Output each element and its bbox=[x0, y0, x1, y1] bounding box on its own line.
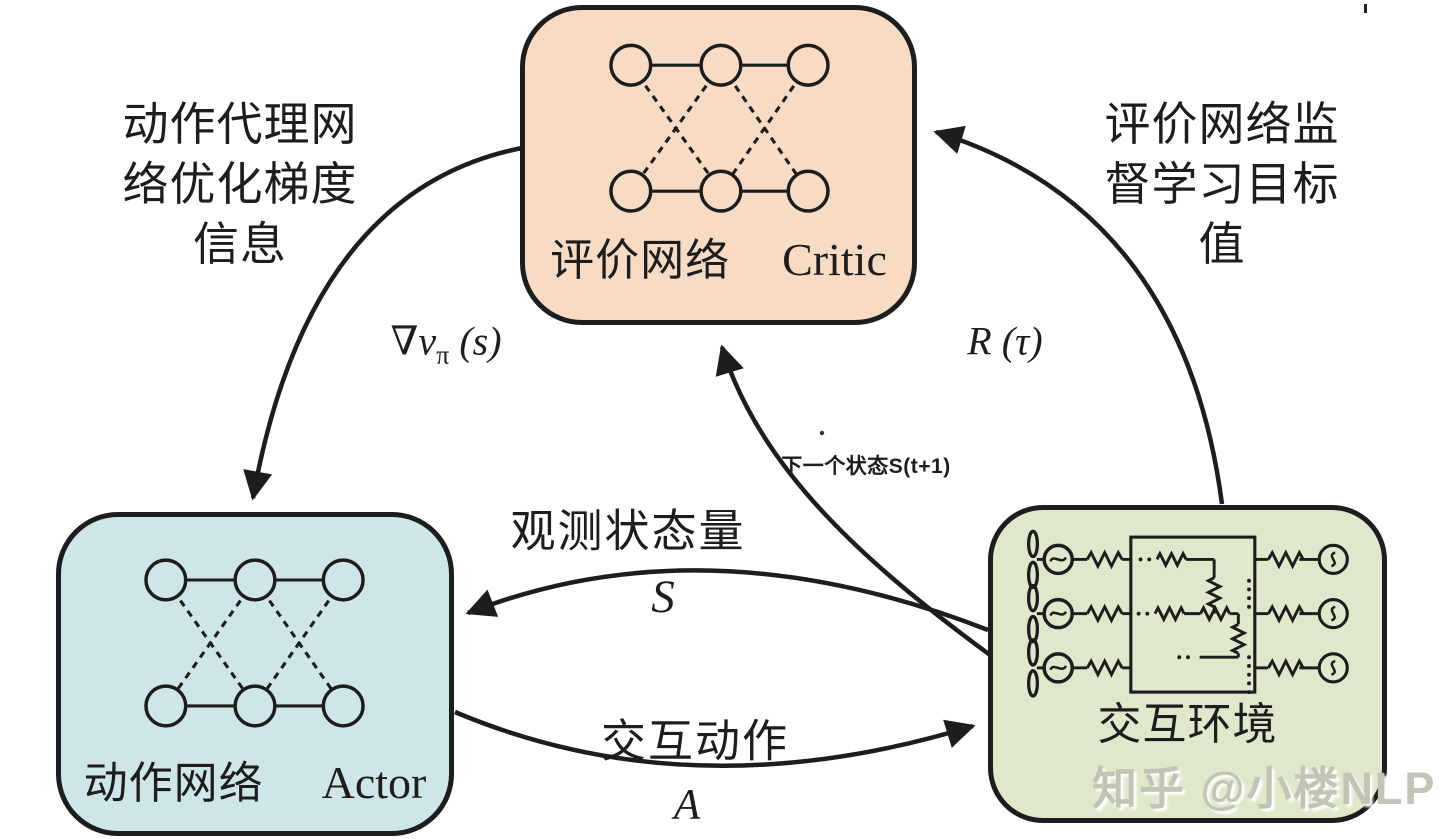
critic-label: 评价网络 Critic bbox=[525, 224, 912, 288]
gradient-formula: ∇vπ (s) bbox=[390, 318, 501, 371]
zhihu-watermark: 知乎 @小楼NLP bbox=[1092, 763, 1437, 814]
left-note-line2: 络优化梯度 bbox=[122, 159, 358, 210]
observe-state-label: 观测状态量 bbox=[510, 506, 746, 557]
right-note-line3: 值 bbox=[1198, 219, 1246, 270]
grid-network-block bbox=[1129, 535, 1257, 694]
next-state-label: 下一个状态S(t+1) bbox=[781, 455, 951, 478]
environment-label-zh: 交互环境 bbox=[1097, 700, 1278, 749]
speck-mark bbox=[1364, 4, 1367, 13]
nabla-symbol: ∇ bbox=[390, 318, 419, 364]
state-symbol: S bbox=[651, 571, 675, 623]
actor-label: 动作网络 Actor bbox=[61, 747, 449, 811]
turbine-row-3 bbox=[1027, 638, 1349, 698]
left-note-line1: 动作代理网 bbox=[122, 99, 358, 150]
actor-neural-network-icon bbox=[144, 558, 365, 728]
power-grid-icon bbox=[1027, 529, 1349, 698]
turbine-row-2 bbox=[1027, 583, 1349, 644]
turbine-row-1 bbox=[1027, 529, 1349, 590]
speck-dot bbox=[819, 430, 825, 436]
right-target-note: 评价网络监 督学习目标 值 bbox=[1062, 95, 1382, 275]
left-note-line3: 信息 bbox=[193, 219, 287, 270]
right-note-line1: 评价网络监 bbox=[1104, 99, 1340, 150]
arrow-env-to-critic-next-state bbox=[715, 344, 992, 657]
actor-label-en: Actor bbox=[321, 757, 427, 808]
critic-label-en: Critic bbox=[782, 234, 887, 285]
actor-box: 动作网络 Actor bbox=[56, 512, 454, 836]
value-function-symbol: v bbox=[418, 318, 437, 364]
environment-box: 交互环境 bbox=[988, 505, 1387, 823]
reward-formula: R (τ) bbox=[967, 318, 1042, 365]
reward-argument: (τ) bbox=[991, 318, 1043, 364]
action-symbol: A bbox=[673, 781, 701, 829]
arrow-env-to-actor-state bbox=[465, 568, 989, 633]
reward-symbol: R bbox=[967, 318, 992, 364]
right-note-line2: 督学习目标 bbox=[1104, 159, 1340, 210]
critic-neural-network-icon bbox=[609, 43, 830, 213]
left-gradient-note: 动作代理网 络优化梯度 信息 bbox=[80, 95, 400, 275]
actor-label-zh: 动作网络 bbox=[83, 759, 264, 808]
critic-label-zh: 评价网络 bbox=[550, 236, 731, 285]
environment-label: 交互环境 bbox=[993, 688, 1382, 752]
action-label: 交互动作 bbox=[600, 716, 790, 767]
gradient-argument: (s) bbox=[449, 318, 502, 364]
critic-box: 评价网络 Critic bbox=[520, 5, 917, 325]
dotted-connections bbox=[1136, 557, 1251, 695]
policy-subscript: π bbox=[436, 340, 450, 370]
